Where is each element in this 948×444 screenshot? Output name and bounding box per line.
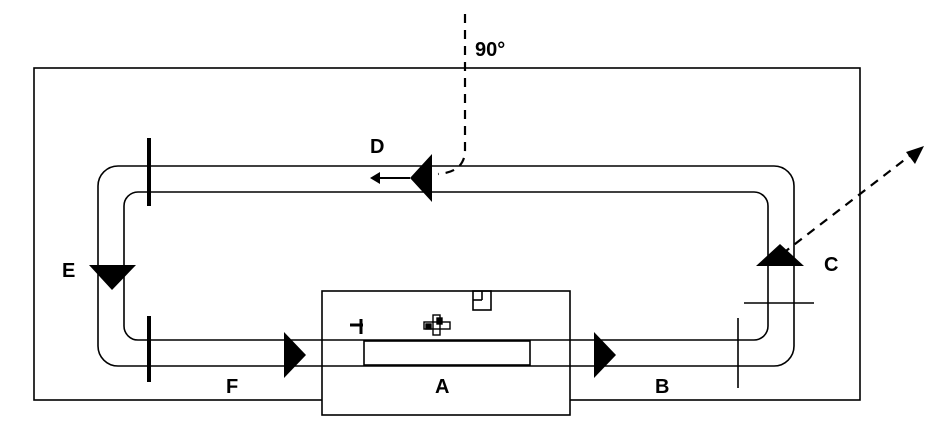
small-left-arrow-icon [370,172,410,184]
label-e: E [62,260,75,282]
label-d: D [370,136,384,158]
arrow-left-d [410,154,432,202]
dashed-departure-path [781,153,913,255]
departure-arrowhead-icon [906,146,924,164]
label-a: A [435,376,449,398]
label-b: B [655,376,669,398]
arrow-down-e [89,265,136,290]
t-marker-icon [350,319,363,334]
runway-strip [363,340,531,366]
dashed-approach-path [437,14,467,176]
label-f: F [226,376,238,398]
aircraft-icon [423,314,451,336]
angle-label: 90° [475,39,505,61]
arrow-right-b [594,332,616,378]
arrow-right-f [284,332,306,378]
arrow-up-c [756,244,804,266]
label-c: C [824,254,838,276]
